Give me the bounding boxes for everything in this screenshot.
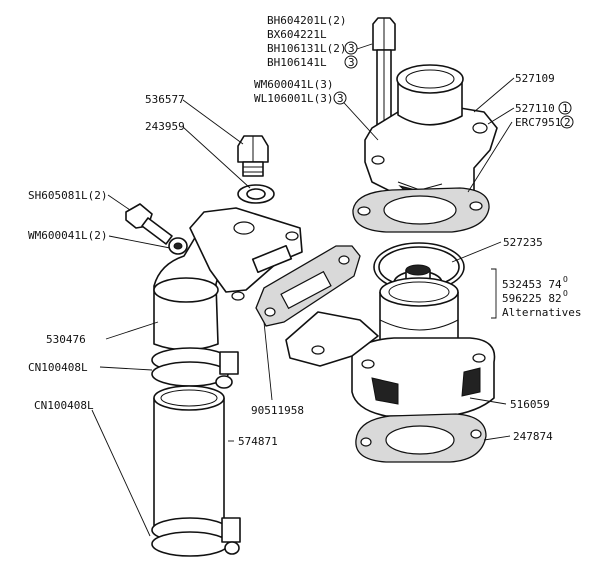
top-bolt — [372, 17, 396, 131]
label-washer-1: WM600041L(3) — [254, 78, 333, 91]
degree-mark-1: O — [563, 275, 568, 284]
label-side-bolt: SH605081L(2) — [28, 189, 107, 202]
circle-marker-3c-text: 3 — [337, 92, 344, 105]
label-alternatives: Alternatives — [502, 306, 581, 319]
circle-marker-2 — [560, 115, 574, 129]
label-housing-alt-1: 527110 — [515, 102, 555, 115]
label-thermostat-2: 596225 82 — [502, 292, 562, 305]
outlet-housing — [364, 64, 498, 197]
circle-marker-1 — [558, 101, 572, 115]
hose-pipe — [153, 385, 225, 539]
label-base-gasket: 247874 — [513, 430, 553, 443]
circle-marker-1-text: 1 — [562, 102, 569, 115]
circle-marker-3b — [344, 55, 358, 69]
label-elbow-gasket: 90511958 — [251, 404, 304, 417]
circle-marker-3a-text: 3 — [348, 42, 355, 55]
label-bolt-3: BH106131L(2) — [267, 42, 346, 55]
label-elbow-plug: 536577 — [145, 93, 185, 106]
degree-mark-2: O — [563, 289, 568, 298]
circle-marker-3a — [344, 41, 358, 55]
label-plug-washer: 243959 — [145, 120, 185, 133]
label-washer-2: WL106001L(3) — [254, 92, 333, 105]
hose-clip-upper — [151, 347, 239, 389]
label-hose: 574871 — [238, 435, 278, 448]
circle-marker-2-text: 2 — [564, 116, 571, 129]
elbow-pipe — [153, 207, 303, 351]
label-elbow: 530476 — [46, 333, 86, 346]
circle-marker-3b-text: 3 — [348, 56, 355, 69]
label-clip-upper: CN100408L — [28, 361, 88, 374]
label-side-washer: WM600041L(2) — [28, 229, 107, 242]
label-bolt-2: BX604221L — [267, 28, 327, 41]
thermostat-housing — [285, 277, 496, 417]
elbow-plug — [237, 135, 269, 177]
circle-marker-3c — [333, 91, 347, 105]
elbow-gasket — [255, 245, 361, 327]
housing-gasket — [352, 187, 490, 233]
label-bolt-1: BH604201L(2) — [267, 14, 346, 27]
plug-washer — [237, 184, 275, 204]
label-housing-alt-2: ERC7951 — [515, 116, 561, 129]
label-bolt-4: BH106141L — [267, 56, 327, 69]
leader-lines — [91, 43, 515, 537]
label-thermostat-housing: 516059 — [510, 398, 550, 411]
side-washer — [168, 237, 188, 255]
label-thermostat-1: 532453 74 — [502, 278, 562, 291]
label-clip-lower: CN100408L — [34, 399, 94, 412]
base-gasket — [355, 413, 487, 463]
callout-labels: BH604201L(2) BX604221L BH106131L(2) 3 BH… — [28, 14, 581, 448]
label-sealing-ring: 527235 — [503, 236, 543, 249]
side-bolt — [125, 203, 173, 245]
label-housing: 527109 — [515, 72, 555, 85]
hose-clip-lower — [151, 517, 241, 557]
